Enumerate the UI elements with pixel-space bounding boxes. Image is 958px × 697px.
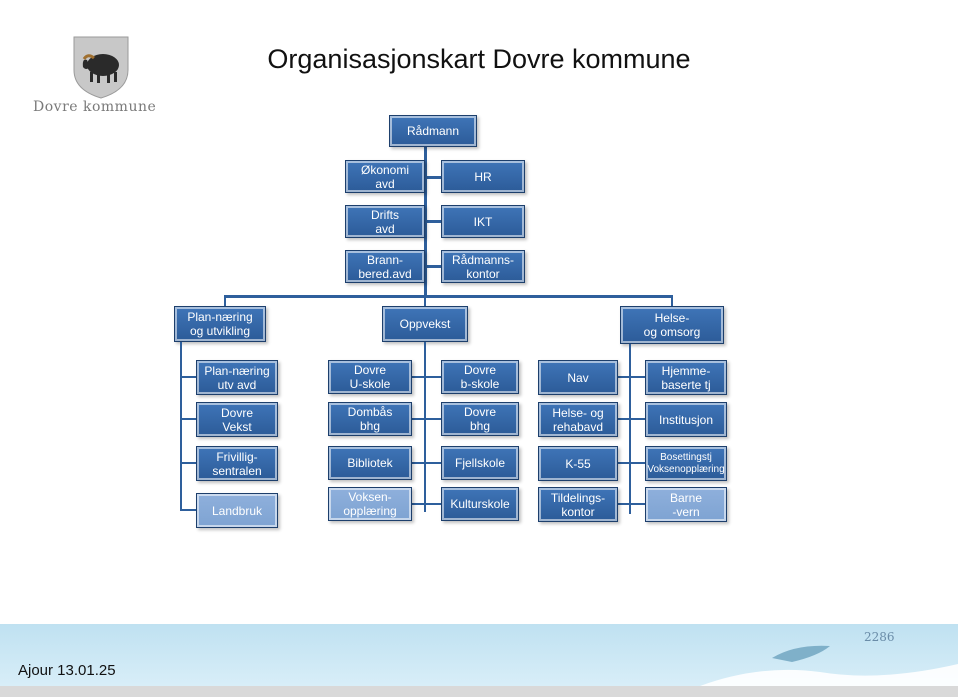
helse-branch-line xyxy=(618,418,630,420)
trunk-line xyxy=(424,146,427,296)
org-node-plan-unit: Dovre Vekst xyxy=(196,402,278,437)
org-node-helse: Helse- og omsorg xyxy=(620,306,724,344)
bus-drop-oppvekst xyxy=(424,295,426,307)
helse-branch-line xyxy=(630,503,645,505)
org-node-helse-unit: Bosettingstj Voksenopplæring xyxy=(645,446,727,481)
helse-branch-line xyxy=(618,376,630,378)
footer-bar xyxy=(0,686,958,697)
org-node-helse-unit: Tildelings- kontor xyxy=(538,487,618,522)
org-node-oppvekst-unit: Dovre bhg xyxy=(441,402,519,436)
plan-branch-line xyxy=(180,509,196,511)
height-label: 2286 xyxy=(864,630,895,644)
oppvekst-branch-line xyxy=(411,418,425,420)
bus-drop-helse xyxy=(671,295,673,307)
org-node-brann: Brann- bered.avd xyxy=(345,250,425,283)
org-node-helse-unit: Nav xyxy=(538,360,618,395)
org-node-helse-unit: Institusjon xyxy=(645,402,727,437)
oppvekst-branch-line xyxy=(425,376,441,378)
staff-connector xyxy=(423,265,443,268)
helse-branch-line xyxy=(618,503,630,505)
sector-bus-line xyxy=(224,295,673,298)
bus-drop-plan xyxy=(224,295,226,307)
logo-text: Dovre kommune xyxy=(33,99,157,115)
helse-branch-line xyxy=(630,418,645,420)
staff-connector xyxy=(423,220,443,223)
helse-branch-line xyxy=(618,462,630,464)
helse-branch-line xyxy=(630,376,645,378)
page-title: Organisasjonskart Dovre kommune xyxy=(267,44,691,74)
plan-branch-line xyxy=(180,462,196,464)
plan-branch-line xyxy=(180,418,196,420)
org-node-hr: HR xyxy=(441,160,525,193)
org-node-radmannskontor: Rådmanns- kontor xyxy=(441,250,525,283)
org-node-oppvekst-unit: Dombås bhg xyxy=(328,402,412,436)
org-node-oppvekst-unit: Voksen- opplæring xyxy=(328,487,412,521)
update-date: Ajour 13.01.25 xyxy=(18,662,116,679)
org-node-oppvekst-unit: Kulturskole xyxy=(441,487,519,521)
helse-spine-line xyxy=(629,344,631,514)
org-node-drifts: Drifts avd xyxy=(345,205,425,238)
oppvekst-branch-line xyxy=(411,462,425,464)
org-node-helse-unit: K-55 xyxy=(538,446,618,481)
oppvekst-spine-line xyxy=(424,342,426,512)
org-node-okonomi: Økonomi avd xyxy=(345,160,425,193)
dovre-coat-of-arms-logo xyxy=(73,36,129,99)
org-node-helse-unit: Hjemme- baserte tj xyxy=(645,360,727,395)
org-node-oppvekst-unit: Fjellskole xyxy=(441,446,519,480)
org-node-oppvekst-unit: Dovre U-skole xyxy=(328,360,412,394)
org-node-helse-unit: Helse- og rehabavd xyxy=(538,402,618,437)
oppvekst-branch-line xyxy=(425,418,441,420)
org-node-plan: Plan-næring og utvikling xyxy=(174,306,266,342)
muskox-icon xyxy=(82,54,119,83)
staff-connector xyxy=(423,176,443,179)
oppvekst-branch-line xyxy=(425,503,441,505)
org-node-plan-unit: Frivillig- sentralen xyxy=(196,446,278,481)
org-node-oppvekst-unit: Dovre b-skole xyxy=(441,360,519,394)
plan-branch-line xyxy=(180,376,196,378)
org-node-radmann: Rådmann xyxy=(389,115,477,147)
helse-branch-line xyxy=(630,462,645,464)
org-node-ikt: IKT xyxy=(441,205,525,238)
oppvekst-branch-line xyxy=(411,503,425,505)
oppvekst-branch-line xyxy=(425,462,441,464)
oppvekst-branch-line xyxy=(411,376,425,378)
org-node-oppvekst: Oppvekst xyxy=(382,306,468,342)
org-node-plan-unit: Plan-næring utv avd xyxy=(196,360,278,395)
lake-illustration xyxy=(700,645,958,686)
org-node-plan-unit: Landbruk xyxy=(196,493,278,528)
plan-spine-line xyxy=(180,342,182,510)
org-node-oppvekst-unit: Bibliotek xyxy=(328,446,412,480)
org-node-helse-unit: Barne -vern xyxy=(645,487,727,522)
